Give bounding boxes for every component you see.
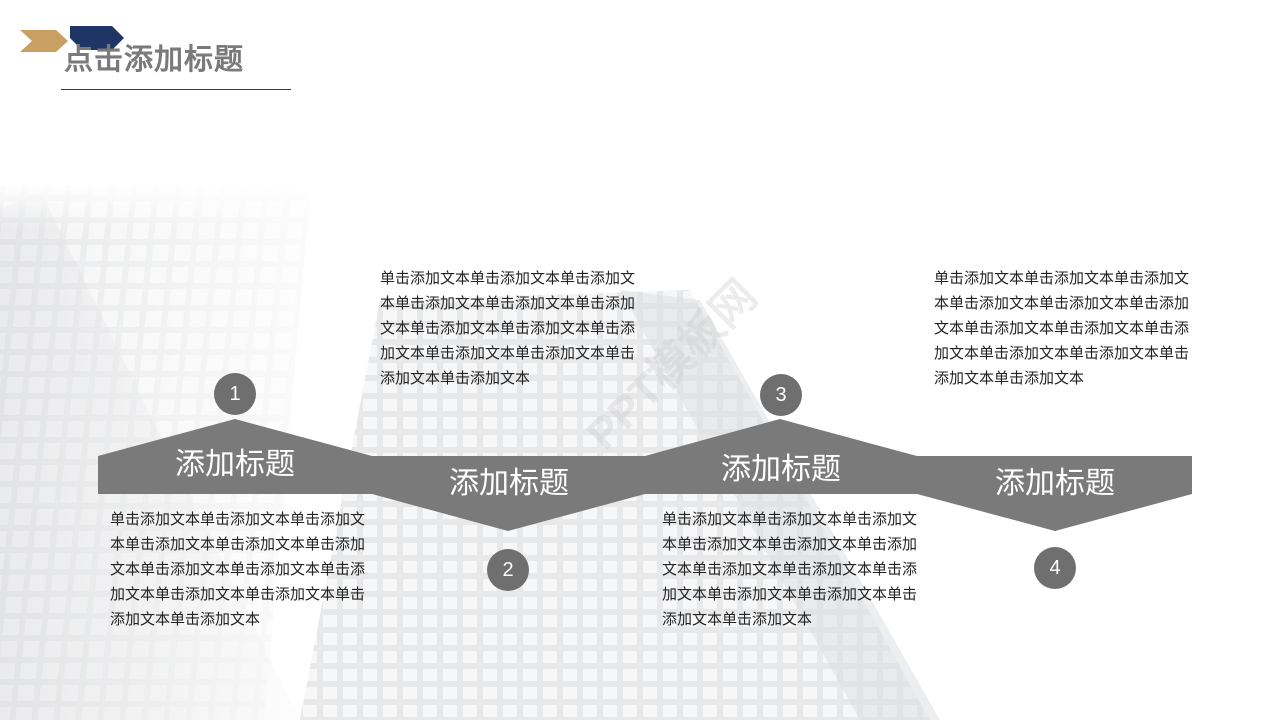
band-segment-1	[98, 419, 372, 494]
step-2-text: 单击添加文本单击添加文本单击添加文本单击添加文本单击添加文本单击添加文本单击添加…	[380, 269, 636, 387]
logo-chevron-icon	[20, 26, 124, 52]
step-1-title: 添加标题	[175, 447, 295, 482]
step-4-title: 添加标题	[995, 466, 1115, 501]
band-segment-4	[917, 456, 1192, 531]
step-2-number-badge: 2	[487, 549, 529, 591]
step-2-title: 添加标题	[449, 466, 569, 501]
step-4-text: 单击添加文本单击添加文本单击添加文本单击添加文本单击添加文本单击添加文本单击添加…	[934, 269, 1190, 387]
step-3-text: 单击添加文本单击添加文本单击添加文本单击添加文本单击添加文本单击添加文本单击添加…	[662, 510, 918, 628]
step-1-number-badge: 1	[214, 373, 256, 415]
step-1-text: 单击添加文本单击添加文本单击添加文本单击添加文本单击添加文本单击添加文本单击添加…	[110, 510, 366, 628]
page-title: 点击添加标题	[64, 42, 245, 76]
title-underline	[61, 89, 291, 90]
band-segment-2	[372, 456, 645, 531]
step-4-number-badge: 4	[1034, 547, 1076, 589]
step-3-title: 添加标题	[721, 452, 841, 487]
step-3-number-badge: 3	[760, 374, 802, 416]
band-segment-3	[645, 419, 917, 494]
